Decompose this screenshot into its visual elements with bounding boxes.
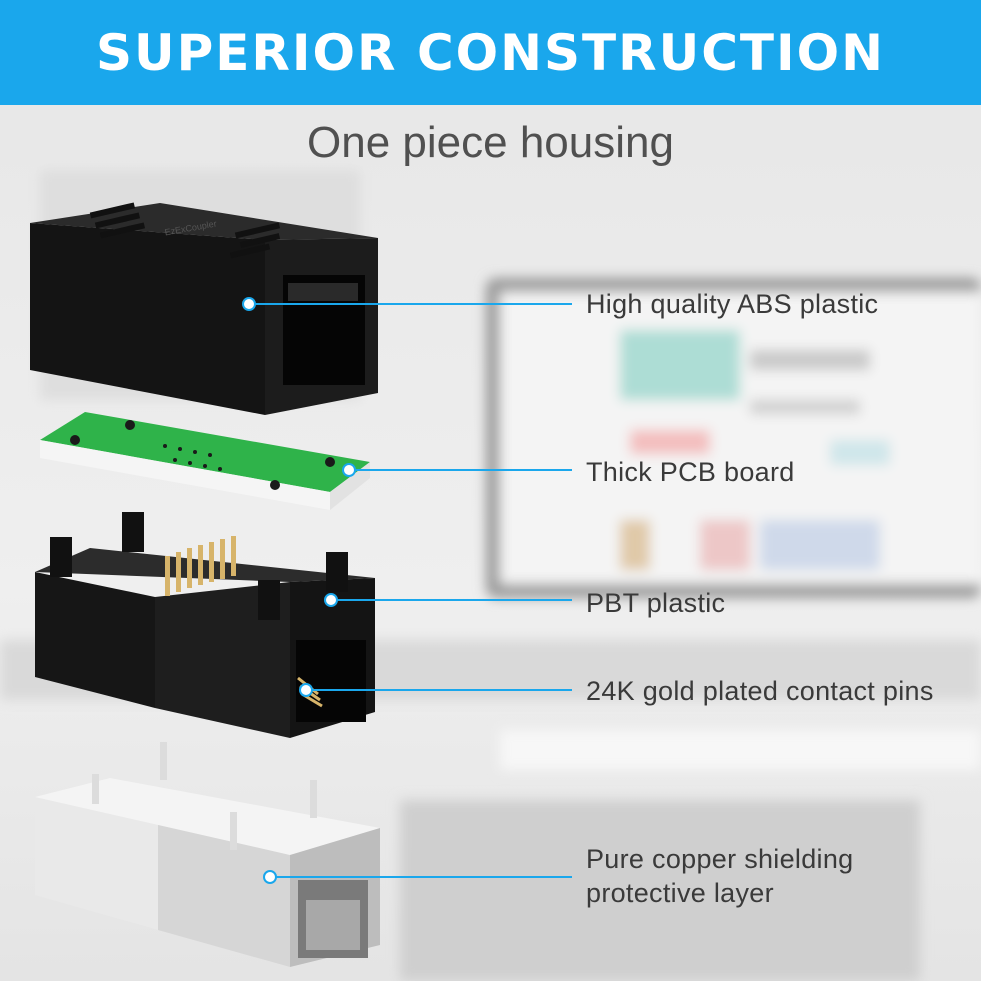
- callout-dot: [324, 593, 338, 607]
- callout-dot: [263, 870, 277, 884]
- pcb-board-illustration: [40, 412, 370, 510]
- callout-label-pbt: PBT plastic: [586, 588, 726, 618]
- callout-lines: [242, 297, 572, 884]
- callout-label-abs: High quality ABS plastic: [586, 289, 879, 319]
- callout-dot: [342, 463, 356, 477]
- header-banner: SUPERIOR CONSTRUCTION: [0, 0, 981, 105]
- banner-title: SUPERIOR CONSTRUCTION: [96, 23, 885, 82]
- callout-label-shield-line1: Pure copper shielding: [586, 844, 854, 874]
- callout-label-pcb: Thick PCB board: [586, 457, 795, 487]
- callout-dot: [299, 683, 313, 697]
- callout-label-pins: 24K gold plated contact pins: [586, 676, 934, 706]
- callout-label-shield-line2: protective layer: [586, 878, 774, 908]
- callout-dot: [242, 297, 256, 311]
- subtitle: One piece housing: [307, 118, 674, 167]
- copper-shield-illustration: [35, 742, 380, 967]
- pbt-block-illustration: [35, 512, 375, 738]
- abs-housing-illustration: EzExCoupler: [30, 202, 378, 415]
